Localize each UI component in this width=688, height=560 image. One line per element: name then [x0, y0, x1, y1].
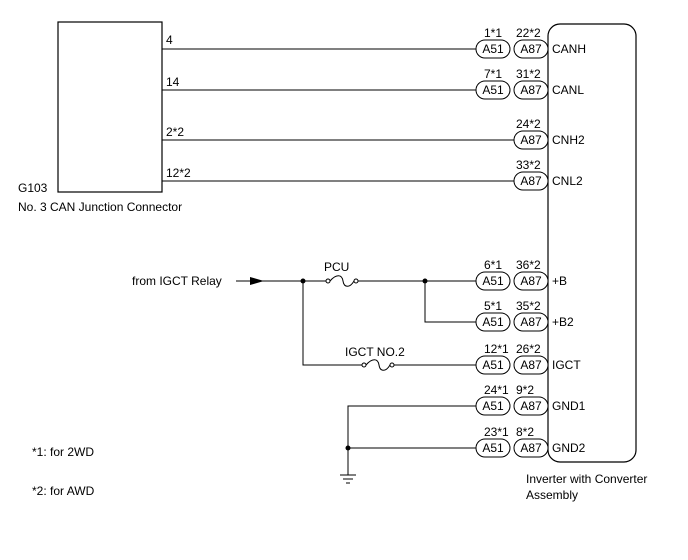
pill-a51 — [475, 271, 511, 291]
pin-a87-label: 35*2 — [516, 299, 541, 313]
junction-connector-box — [57, 21, 163, 193]
note-awd: *2: for AWD — [32, 484, 95, 498]
signal-name: CANH — [552, 42, 586, 56]
connector-pin: 2*2 — [166, 125, 184, 139]
pill-a51-label: A51 — [482, 42, 504, 56]
pill-a87 — [513, 396, 549, 416]
fuse-igct-label: IGCT NO.2 — [345, 345, 405, 359]
pin-a87-label: 36*2 — [516, 258, 541, 272]
pill-a51-label: A51 — [482, 83, 504, 97]
source-label: from IGCT Relay — [132, 274, 222, 288]
pill-a87 — [513, 130, 549, 150]
wire-igct-feed — [302, 281, 362, 366]
pin-a51-label: 12*1 — [484, 342, 509, 356]
pin-a51-label: 23*1 — [484, 425, 509, 439]
signal-name: CANL — [552, 83, 584, 97]
pin-a87-label: 9*2 — [516, 383, 534, 397]
wire-gnd1 — [347, 405, 476, 475]
fuse-igct-icon — [365, 359, 391, 371]
connector-pins: A511*1A8722*2CANHA517*1A8731*2CANLA8724*… — [475, 26, 586, 458]
pin-a87-label: 31*2 — [516, 67, 541, 81]
splice-node — [345, 445, 351, 451]
wire-b2 — [424, 281, 476, 323]
pill-a87 — [513, 355, 549, 375]
pill-a51-label: A51 — [482, 358, 504, 372]
pill-a87 — [513, 438, 549, 458]
signal-name: GND1 — [552, 399, 586, 413]
connector-pin: 14 — [166, 75, 180, 89]
fuse-terminal — [325, 278, 331, 284]
pill-a51-label: A51 — [482, 315, 504, 329]
pill-a87-label: A87 — [520, 315, 542, 329]
connector-pin: 12*2 — [166, 166, 191, 180]
pill-a87-label: A87 — [520, 441, 542, 455]
fuse-terminal — [353, 278, 359, 284]
pill-a87 — [513, 271, 549, 291]
pin-a51-label: 24*1 — [484, 383, 509, 397]
pill-a51-label: A51 — [482, 441, 504, 455]
pill-a51 — [475, 438, 511, 458]
pin-a51-label: 7*1 — [484, 67, 502, 81]
pin-a51-label: 5*1 — [484, 299, 502, 313]
pin-a87-label: 26*2 — [516, 342, 541, 356]
connector-pin: 4 — [166, 33, 173, 47]
pin-a87-label: 22*2 — [516, 26, 541, 40]
pill-a51 — [475, 396, 511, 416]
inverter-assembly-box — [547, 23, 637, 463]
pill-a87 — [513, 312, 549, 332]
pill-a87-label: A87 — [520, 42, 542, 56]
signal-name: IGCT — [552, 358, 581, 372]
pill-a51 — [475, 355, 511, 375]
pill-a51-label: A51 — [482, 274, 504, 288]
ground-icon — [340, 474, 356, 484]
fuse-pcu-label: PCU — [324, 260, 349, 274]
assembly-name-line2: Assembly — [526, 488, 578, 502]
connector-name: No. 3 CAN Junction Connector — [18, 200, 182, 214]
pill-a87 — [513, 171, 549, 191]
pill-a87 — [513, 39, 549, 59]
pill-a87-label: A87 — [520, 274, 542, 288]
pill-a51 — [475, 80, 511, 100]
fuse-terminal — [361, 362, 367, 368]
note-2wd: *1: for 2WD — [32, 445, 94, 459]
pill-a51 — [475, 39, 511, 59]
signal-name: CNL2 — [552, 174, 583, 188]
pill-a87-label: A87 — [520, 399, 542, 413]
pill-a87-label: A87 — [520, 133, 542, 147]
signal-name: +B2 — [552, 315, 574, 329]
fuse-pcu-icon — [329, 275, 355, 287]
pin-a87-label: 33*2 — [516, 158, 541, 172]
pill-a87-label: A87 — [520, 358, 542, 372]
connector-id: G103 — [18, 181, 48, 195]
pin-a87-label: 24*2 — [516, 117, 541, 131]
signal-name: CNH2 — [552, 133, 585, 147]
pill-a87-label: A87 — [520, 83, 542, 97]
signal-name: +B — [552, 274, 567, 288]
pin-a87-label: 8*2 — [516, 425, 534, 439]
pill-a87-label: A87 — [520, 174, 542, 188]
signal-name: GND2 — [552, 441, 586, 455]
pin-a51-label: 1*1 — [484, 26, 502, 40]
pill-a51 — [475, 312, 511, 332]
pin-a51-label: 6*1 — [484, 258, 502, 272]
source-arrow-head — [250, 277, 264, 285]
pill-a51-label: A51 — [482, 399, 504, 413]
assembly-name-line1: Inverter with Converter — [526, 472, 647, 486]
fuse-terminal — [389, 362, 395, 368]
pill-a87 — [513, 80, 549, 100]
